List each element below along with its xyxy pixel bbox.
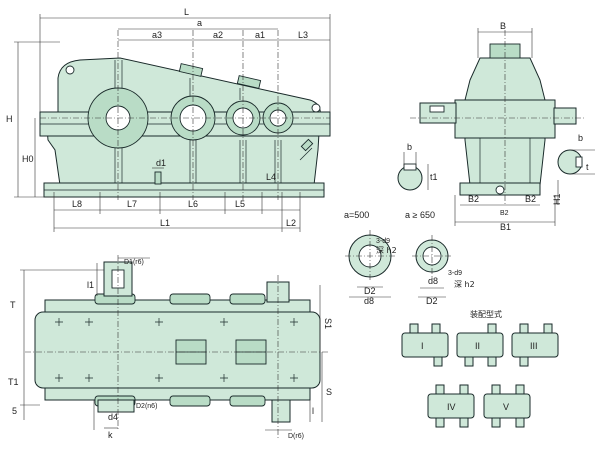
dim-l: l <box>312 406 314 416</box>
assembly-type-4-label: IV <box>447 402 456 412</box>
label-b-right: b <box>578 133 583 143</box>
dim-L7: L7 <box>127 199 137 209</box>
dim-k: k <box>108 430 113 440</box>
anchor-bolt <box>154 171 162 185</box>
assembly-type-5: V <box>483 384 531 428</box>
depth-label-large: 深 h2 <box>454 280 475 289</box>
dim-B2-left: B2 <box>468 194 479 204</box>
dim-d8-small: d8 <box>364 296 374 306</box>
dim-H: H <box>6 114 13 124</box>
dim-T: T <box>10 300 16 310</box>
dim-L3: L3 <box>298 30 308 40</box>
shaft-end-large: a ≥ 650 3-d9 深 h2 d8 D2 <box>405 210 475 306</box>
dim-l1: l1 <box>87 280 94 290</box>
dim-S1: S1 <box>323 318 333 329</box>
dim-H1: H1 <box>552 193 562 205</box>
assembly-type-1-label: I <box>421 341 424 351</box>
dim-a2: a2 <box>213 30 223 40</box>
assembly-type-5-label: V <box>503 402 509 412</box>
dim-a1: a1 <box>255 30 265 40</box>
thread-label-small: 3-d9 <box>376 238 390 245</box>
dim-L5: L5 <box>235 199 245 209</box>
label-b-left: b <box>407 142 412 152</box>
assembly-type-1: I <box>401 323 449 367</box>
dim-L6: L6 <box>188 199 198 209</box>
plan-view: T T1 5 l1 D1(r6) S1 S l D(r6) d4 D2(n6) … <box>8 255 333 440</box>
dim-S: S <box>326 387 332 397</box>
caption-a-650: a ≥ 650 <box>405 210 435 220</box>
side-view: B B2 B2 B2 B1 H1 <box>410 21 585 232</box>
dim-d8-large: d8 <box>428 276 438 286</box>
plan-output-shaft-bottom <box>97 399 135 413</box>
lifting-lug-icon <box>311 103 321 113</box>
front-view: d1 L a a3 a2 a1 L3 H H0 L8 L7 L6 L5 L4 <box>6 7 331 232</box>
label-d1: d1 <box>156 158 166 168</box>
dim-L: L <box>184 7 189 17</box>
key-section-left: b t1 <box>397 142 438 191</box>
dim-L1: L1 <box>160 218 170 228</box>
dim-B1: B1 <box>500 222 511 232</box>
assembly-type-3: III <box>511 323 559 367</box>
dim-d4: d4 <box>108 412 118 422</box>
assembly-title: 装配型式 <box>470 309 502 319</box>
dim-B: B <box>500 21 506 31</box>
shaft-end-small: a=500 3-d9 深 h2 D2 d8 <box>344 210 397 306</box>
inspection-cover <box>178 63 204 77</box>
thread-label-large: 3-d9 <box>448 270 462 277</box>
assembly-type-2: II <box>456 323 504 367</box>
caption-a-500: a=500 <box>344 210 369 220</box>
input-shaft <box>553 107 577 125</box>
label-t1: t1 <box>430 172 438 182</box>
label-t: t <box>586 162 589 172</box>
dim-5: 5 <box>12 406 17 416</box>
dim-T1: T1 <box>8 377 19 387</box>
assembly-type-3-label: III <box>530 341 538 351</box>
dim-a: a <box>197 18 202 28</box>
dim-L8: L8 <box>72 199 82 209</box>
dim-B2-mid: B2 <box>500 210 509 217</box>
assembly-types: 装配型式 I II III <box>401 309 559 428</box>
key-section-right: b t <box>557 133 595 175</box>
assembly-type-2-label: II <box>475 341 480 351</box>
dim-D2-large: D2 <box>426 296 438 306</box>
dim-B2-right: B2 <box>525 194 536 204</box>
dim-a3: a3 <box>152 30 162 40</box>
depth-label-small: 深 h2 <box>376 246 397 255</box>
plan-input-shaft-bottom <box>271 399 291 423</box>
assembly-type-4: IV <box>427 384 475 428</box>
label-D2n6: D2(n6) <box>136 403 157 410</box>
lifting-lug-icon <box>65 65 75 75</box>
label-D1r6: D1(r6) <box>124 259 144 266</box>
dim-H0: H0 <box>22 154 34 164</box>
label-Dr6: D(r6) <box>288 433 304 440</box>
dim-L2: L2 <box>286 218 296 228</box>
dim-L4: L4 <box>266 172 276 182</box>
dim-D2-small: D2 <box>364 286 376 296</box>
